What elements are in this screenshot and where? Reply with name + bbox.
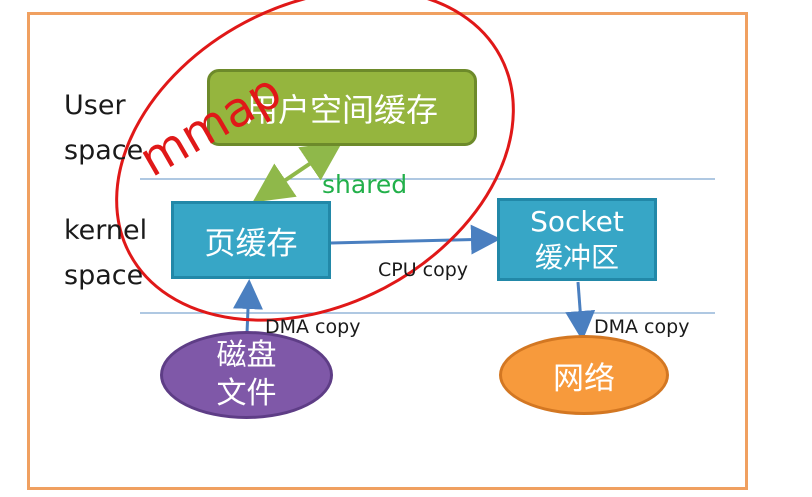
page-cache-text: 页缓存 bbox=[204, 225, 298, 262]
dma-copy-left-arrow bbox=[233, 279, 263, 334]
diagram-frame bbox=[27, 12, 748, 490]
network-text: 网络 bbox=[553, 360, 615, 397]
socket-buffer-line1: Socket bbox=[530, 204, 624, 238]
kernel-space-label-line2: space bbox=[64, 260, 144, 291]
dma-copy-left-label: DMA copy bbox=[265, 316, 361, 338]
cpu-copy-arrow bbox=[330, 224, 501, 255]
shared-label: shared bbox=[322, 170, 408, 199]
socket-buffer-box: Socket 缓冲区 bbox=[497, 198, 657, 281]
shared-arrow bbox=[252, 141, 343, 203]
disk-file-line1: 磁盘 bbox=[216, 338, 277, 373]
user-space-label-line2: space bbox=[64, 135, 144, 166]
user-space-cache-box: 用户空间缓存 bbox=[207, 69, 477, 146]
user-space-label-line1: User bbox=[64, 90, 126, 121]
user-space-cache-text: 用户空间缓存 bbox=[245, 90, 438, 129]
socket-buffer-line2: 缓冲区 bbox=[534, 240, 619, 274]
disk-file-line2: 文件 bbox=[216, 376, 277, 411]
dma-copy-right-arrow bbox=[565, 281, 596, 341]
dma-copy-right-label: DMA copy bbox=[594, 316, 690, 338]
mmap-ellipse bbox=[115, 0, 515, 322]
disk-file-ellipse: 磁盘 文件 bbox=[160, 331, 333, 419]
kernel-space-label-line1: kernel bbox=[64, 215, 148, 246]
cpu-copy-label: CPU copy bbox=[378, 259, 469, 281]
page-cache-box: 页缓存 bbox=[171, 201, 331, 279]
network-ellipse: 网络 bbox=[499, 335, 669, 415]
